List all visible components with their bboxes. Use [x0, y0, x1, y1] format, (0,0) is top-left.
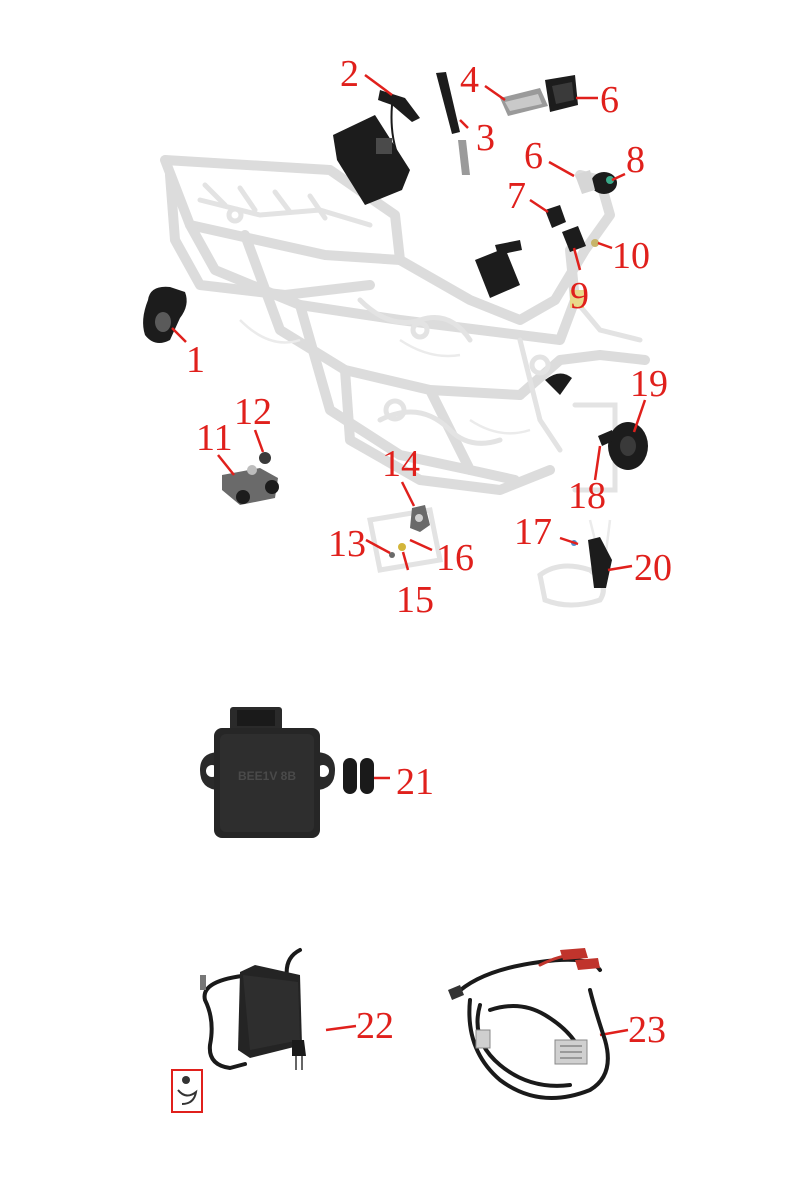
part-8-switch	[591, 172, 617, 194]
part-9-relay	[562, 226, 586, 308]
relay-block	[475, 240, 522, 298]
callout-7: 7	[507, 175, 526, 217]
part-6-bracket	[575, 170, 595, 194]
part-12-grommet	[259, 452, 271, 464]
part-21-ecu: BEE1V 8B 21	[200, 707, 434, 838]
callout-14: 14	[382, 443, 420, 485]
callout-numbers: 2 3 4 6 6 8 7 10 9 1 12 11 14 13 16 15 1…	[186, 53, 672, 621]
part-15-fastener	[389, 543, 406, 558]
part-4-cover	[500, 88, 548, 116]
callout-1: 1	[186, 339, 205, 381]
motorcycle-frame-outline	[160, 155, 650, 608]
callout-20: 20	[634, 547, 672, 589]
callout-15: 15	[396, 579, 434, 621]
callout-10: 10	[612, 235, 650, 277]
part-10-nut	[591, 239, 599, 247]
callout-2: 2	[340, 53, 359, 95]
callout-8: 8	[626, 139, 645, 181]
callout-9: 9	[570, 275, 589, 317]
part-1-clamp	[143, 286, 187, 344]
ecu-embossed-label: BEE1V 8B	[238, 769, 296, 783]
callout-6-mid: 6	[524, 135, 543, 177]
parts	[143, 72, 648, 588]
ecu-module-upper	[333, 115, 410, 205]
callout-22: 22	[356, 1005, 394, 1047]
callout-4: 4	[460, 59, 479, 101]
horn-bracket	[545, 373, 572, 395]
part-3-rod	[436, 72, 470, 175]
part-14-bracket	[410, 505, 430, 532]
callout-11: 11	[196, 417, 233, 459]
part-23-harness: 23	[448, 948, 666, 1100]
callout-3: 3	[476, 117, 495, 159]
part-11-mount	[222, 465, 279, 505]
part-22-charger: 22	[171, 948, 394, 1113]
part-19-horn	[598, 422, 648, 470]
callout-16: 16	[436, 537, 474, 579]
leader-lines	[171, 73, 647, 1037]
callout-13: 13	[328, 523, 366, 565]
callout-6-top: 6	[600, 79, 619, 121]
callout-23: 23	[628, 1009, 666, 1051]
callout-18: 18	[568, 475, 606, 517]
callout-12: 12	[234, 391, 272, 433]
part-6-box	[545, 75, 578, 112]
part-7-connector	[545, 205, 566, 228]
callout-19: 19	[630, 363, 668, 405]
callout-17: 17	[514, 511, 552, 553]
callout-21: 21	[396, 761, 434, 803]
